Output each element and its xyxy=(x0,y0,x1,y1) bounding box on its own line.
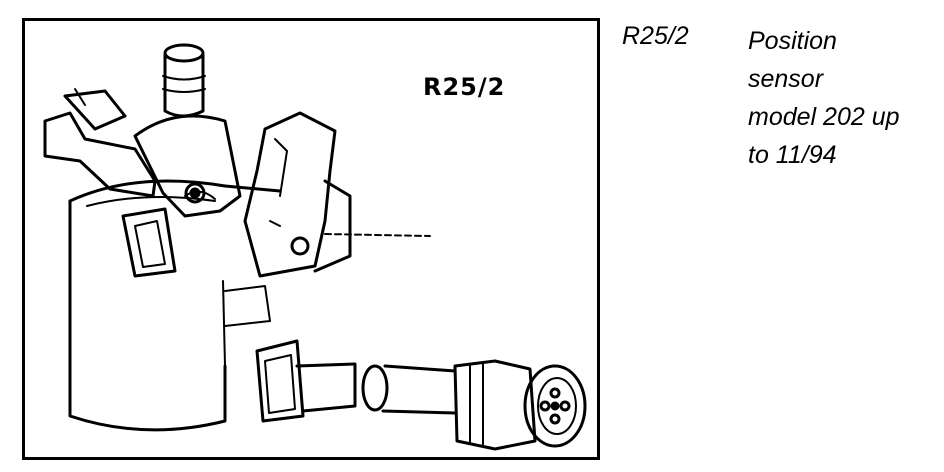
position-sensor-illustration xyxy=(43,43,587,451)
legend-description: Position sensor model 202 up to 11/94 xyxy=(748,27,900,169)
figure-callout-label: R25/2 xyxy=(423,73,506,101)
figure-frame: R25/2 xyxy=(22,18,600,460)
legend-code: R25/2 xyxy=(622,22,689,50)
